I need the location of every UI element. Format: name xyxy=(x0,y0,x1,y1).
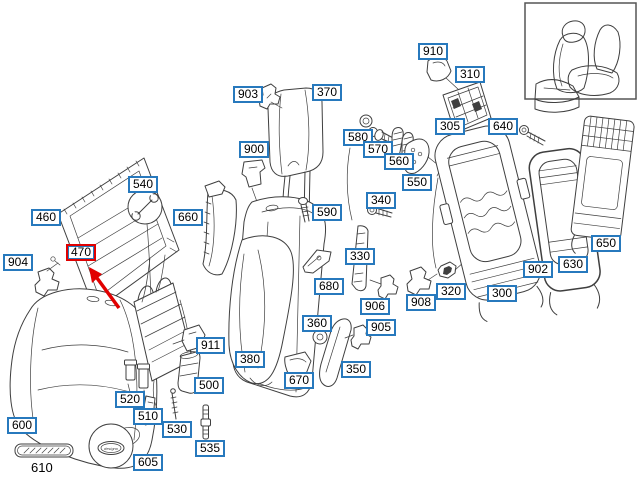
side-trim-350 xyxy=(319,318,352,387)
wrench-icon xyxy=(131,192,159,221)
part-label-904[interactable]: 904 xyxy=(3,254,34,271)
side-flap-660 xyxy=(202,180,237,276)
seat-overview-inset xyxy=(524,2,637,113)
wing-bracket-680 xyxy=(302,249,332,274)
part-label-670[interactable]: 670 xyxy=(284,372,315,389)
part-label-340[interactable]: 340 xyxy=(366,192,397,209)
part-label-560[interactable]: 560 xyxy=(384,153,415,170)
part-label-300[interactable]: 300 xyxy=(487,285,518,302)
part-label-660[interactable]: 660 xyxy=(173,209,204,226)
designo-badge-605: designo xyxy=(88,423,134,469)
part-label-905[interactable]: 905 xyxy=(366,319,397,336)
bracket-900 xyxy=(241,159,266,211)
part-label-540[interactable]: 540 xyxy=(128,176,159,193)
part-label-500[interactable]: 500 xyxy=(194,377,225,394)
part-label-906[interactable]: 906 xyxy=(360,298,391,315)
part-label-590[interactable]: 590 xyxy=(312,204,343,221)
clip-904 xyxy=(34,256,61,297)
selection-arrow xyxy=(89,267,121,310)
part-label-330[interactable]: 330 xyxy=(345,248,376,265)
part-label-460[interactable]: 460 xyxy=(31,209,62,226)
part-label-370[interactable]: 370 xyxy=(312,84,343,101)
part-label-900[interactable]: 900 xyxy=(239,141,270,158)
part-label-600[interactable]: 600 xyxy=(7,417,38,434)
amg-badge-610 xyxy=(14,443,74,458)
clip-908 xyxy=(406,266,438,296)
screw-590 xyxy=(298,197,310,223)
part-label-360[interactable]: 360 xyxy=(302,315,333,332)
part-label-350[interactable]: 350 xyxy=(341,361,372,378)
part-label-630[interactable]: 630 xyxy=(558,256,589,273)
part-label-680[interactable]: 680 xyxy=(314,278,345,295)
part-label-902[interactable]: 902 xyxy=(523,261,554,278)
part-label-530[interactable]: 530 xyxy=(162,421,193,438)
seat-frame-300 xyxy=(434,125,544,322)
part-label-640[interactable]: 640 xyxy=(488,118,519,135)
part-label-605[interactable]: 605 xyxy=(133,454,164,471)
part-label-650[interactable]: 650 xyxy=(591,235,622,252)
highlighted-part-label-470[interactable]: 470 xyxy=(66,244,97,261)
trim-wedge-670 xyxy=(284,351,312,376)
part-label-380[interactable]: 380 xyxy=(235,351,266,368)
clip-906 xyxy=(369,274,399,300)
part-label-610: 610 xyxy=(31,460,53,475)
part-label-320[interactable]: 320 xyxy=(436,283,467,300)
part-label-911[interactable]: 911 xyxy=(196,337,226,354)
stud-535 xyxy=(200,404,211,440)
rear-panel-650 xyxy=(570,115,635,254)
part-label-535[interactable]: 535 xyxy=(195,440,226,457)
part-label-910[interactable]: 910 xyxy=(418,43,449,60)
designo-badge-text: designo xyxy=(104,446,119,451)
part-label-310[interactable]: 310 xyxy=(455,66,486,83)
part-label-550[interactable]: 550 xyxy=(402,174,433,191)
part-label-903[interactable]: 903 xyxy=(233,86,264,103)
screw-640 xyxy=(519,125,546,146)
wires xyxy=(346,147,439,269)
part-label-510[interactable]: 510 xyxy=(133,408,164,425)
screw-530 xyxy=(170,388,179,420)
part-label-520[interactable]: 520 xyxy=(115,391,146,408)
part-label-305[interactable]: 305 xyxy=(435,118,466,135)
part-label-908[interactable]: 908 xyxy=(406,294,437,311)
